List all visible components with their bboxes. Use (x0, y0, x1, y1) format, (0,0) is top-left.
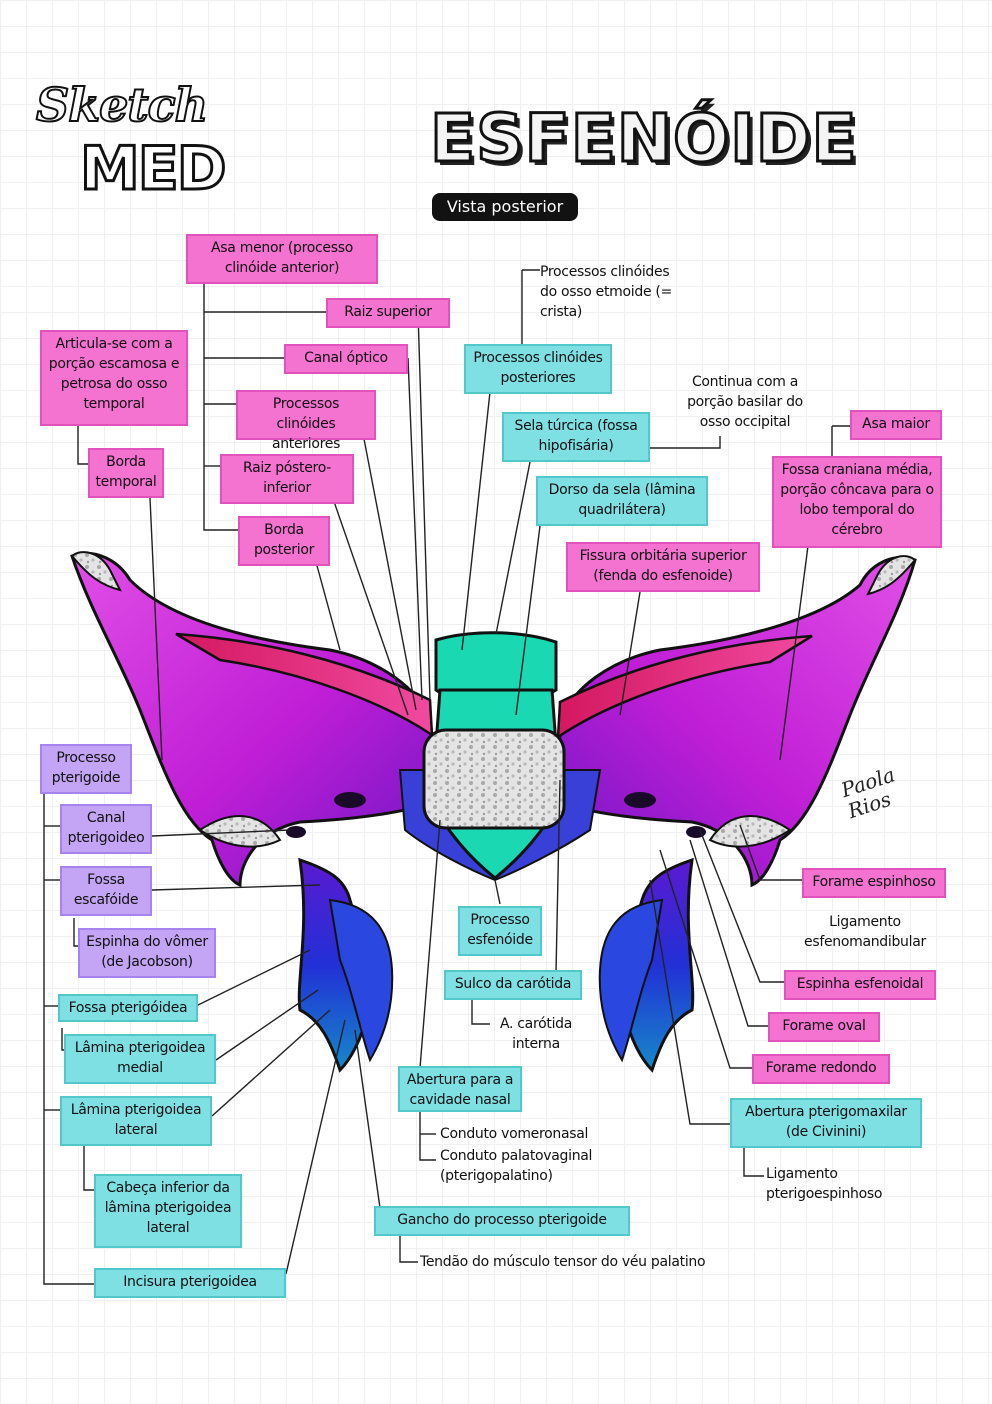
label-lamina-pterigoidea-medial: Lâmina pterigoidea medial (64, 1034, 216, 1084)
label-gancho-processo-pterigoide: Gancho do processo pterigoide (374, 1206, 630, 1236)
label-forame-oval: Forame oval (768, 1012, 880, 1042)
label-espinha-do-vomer: Espinha do vômer (de Jacobson) (78, 928, 216, 978)
label-borda-posterior: Borda posterior (238, 516, 330, 566)
logo-script-text: Sketch (35, 77, 209, 133)
label-sela-turcica: Sela túrcica (fossa hipofisária) (502, 412, 650, 462)
label-asa-maior: Asa maior (850, 410, 942, 440)
label-continua-com: Continua com a porção basilar do osso oc… (687, 374, 803, 430)
label-canal-optico: Canal óptico (284, 344, 408, 374)
sketchmed-logo: Sketch MED (35, 77, 236, 208)
label-processos-clinoides-anteriores: Processos clinóides anteriores (236, 390, 376, 452)
label-conduto-vomeronasal: Conduto vomeronasal (440, 1126, 589, 1142)
label-ligamento-pterigoespinhoso: Ligamento pterigoespinhoso (766, 1166, 883, 1202)
label-raiz-superior: Raiz superior (326, 298, 450, 328)
label-cabeca-inferior: Cabeça inferior da lâmina pterigoidea la… (94, 1174, 242, 1248)
label-a-carotida-interna: A. carótida interna (499, 1016, 573, 1052)
label-fissura-orbitaria: Fissura orbitária superior (fenda do esf… (566, 542, 760, 592)
label-processo-esfenoide: Processo esfenóide (458, 906, 542, 956)
label-processos-clinoides-posteriores: Processos clinóides posteriores (464, 344, 612, 394)
label-lamina-pterigoidea-lateral: Lâmina pterigoidea lateral (60, 1096, 212, 1146)
label-fossa-craniana-media: Fossa craniana média, porção côncava par… (772, 456, 942, 548)
logo-block-text: MED (79, 133, 228, 206)
label-raiz-postero-inferior: Raiz póstero-inferior (220, 454, 354, 504)
label-espinha-esfenoidal: Espinha esfenoidal (784, 970, 936, 1000)
label-ligamento-esfenomandibular: Ligamento esfenomandibular (804, 914, 926, 950)
label-tendao-musculo: Tendão do músculo tensor do véu palatino (420, 1254, 706, 1270)
label-articula-se: Articula-se com a porção escamosa e petr… (40, 330, 188, 426)
page-title: ESFENÓIDE (429, 99, 859, 179)
label-fossa-escafoide: Fossa escafóide (60, 866, 152, 916)
label-forame-espinhoso: Forame espinhoso (802, 868, 946, 898)
label-canal-pterigoideo: Canal pterigoideo (60, 804, 152, 854)
label-forame-redondo: Forame redondo (752, 1054, 890, 1084)
label-dorso-da-sela: Dorso da sela (lâmina quadrilátera) (536, 476, 708, 526)
label-conduto-palatovaginal: Conduto palatovaginal (pterigopalatino) (440, 1148, 593, 1184)
label-fossa-pterigoidea: Fossa pterigóidea (58, 994, 198, 1022)
label-borda-temporal: Borda temporal (88, 448, 164, 498)
label-abertura-cavidade-nasal: Abertura para a cavidade nasal (398, 1066, 522, 1112)
view-subtitle: Vista posterior (432, 193, 578, 221)
label-processo-pterigoide: Processo pterigoide (40, 744, 132, 794)
label-asa-menor: Asa menor (processo clinóide anterior) (186, 234, 378, 284)
label-incisura-pterigoidea: Incisura pterigoidea (94, 1268, 286, 1298)
label-abertura-pterigomaxilar: Abertura pterigomaxilar (de Civinini) (730, 1098, 922, 1148)
label-processos-clinoides-etmoide: Processos clinóides do osso etmoide (= c… (540, 264, 673, 320)
label-sulco-da-carotida: Sulco da carótida (444, 970, 582, 1000)
